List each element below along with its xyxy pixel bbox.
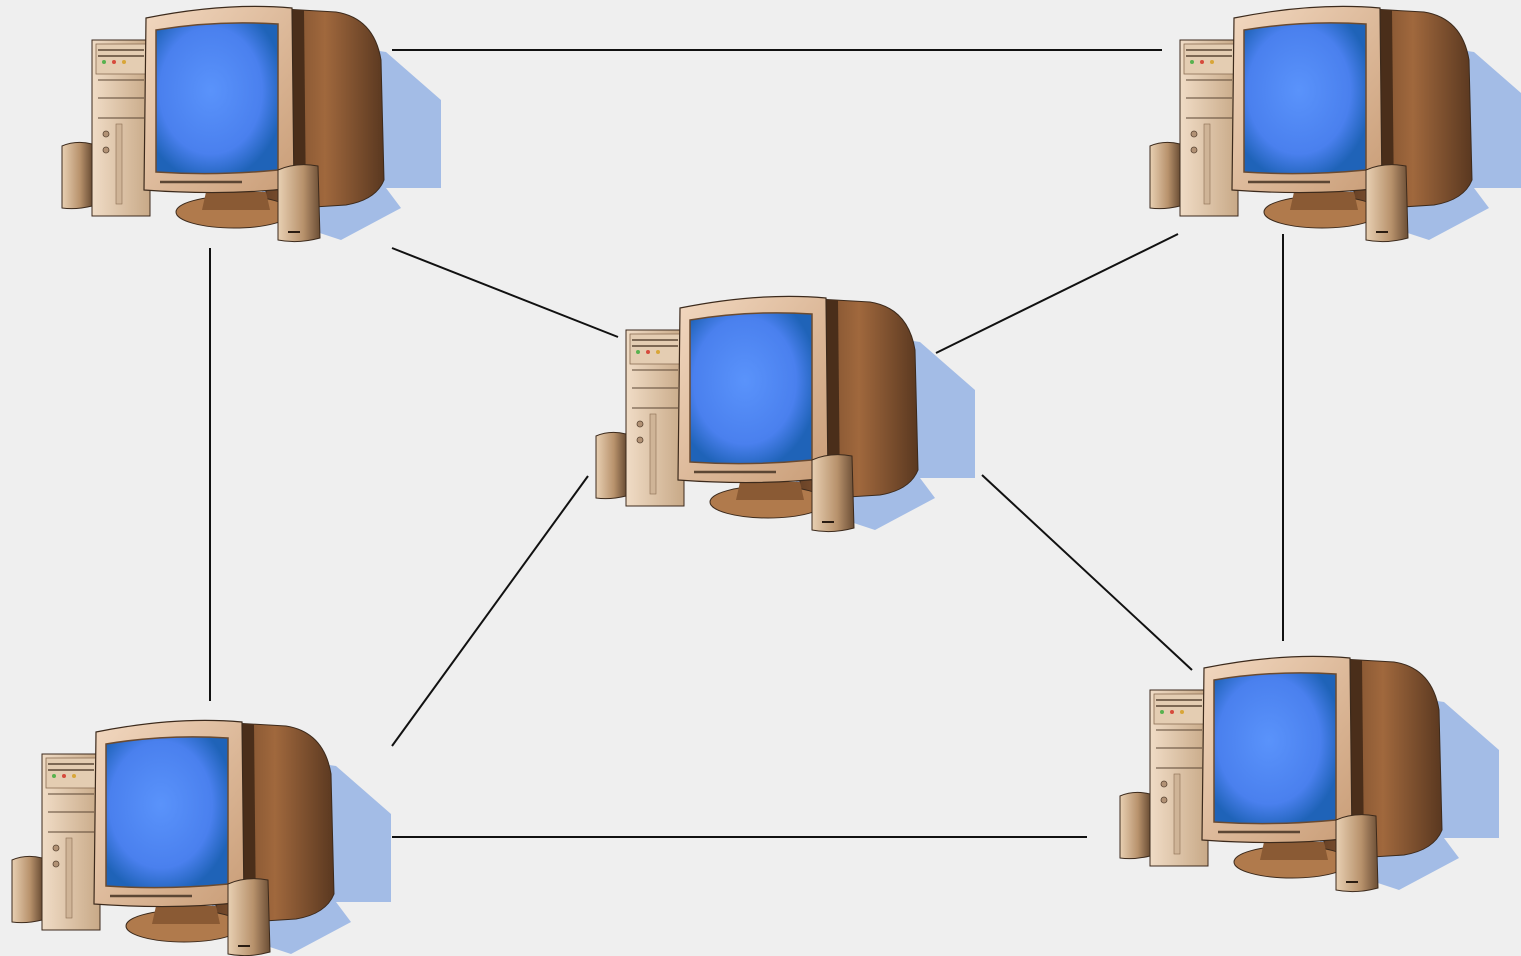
network-nodes — [10, 5, 1521, 956]
computer-node-top-right desktop-computer-icon — [1148, 5, 1521, 243]
link-center-to-bottom-right — [981, 474, 1193, 671]
network-links — [209, 49, 1284, 838]
computer-node-center desktop-computer-icon — [594, 295, 977, 533]
link-center-to-bottom-left — [391, 475, 589, 747]
computer-node-top-left desktop-computer-icon — [60, 5, 443, 243]
computer-node-bottom-right desktop-computer-icon — [1118, 655, 1501, 893]
link-top-left-to-center — [391, 247, 619, 338]
link-top-right-to-center — [935, 233, 1179, 354]
computer-node-bottom-left desktop-computer-icon — [10, 719, 393, 956]
